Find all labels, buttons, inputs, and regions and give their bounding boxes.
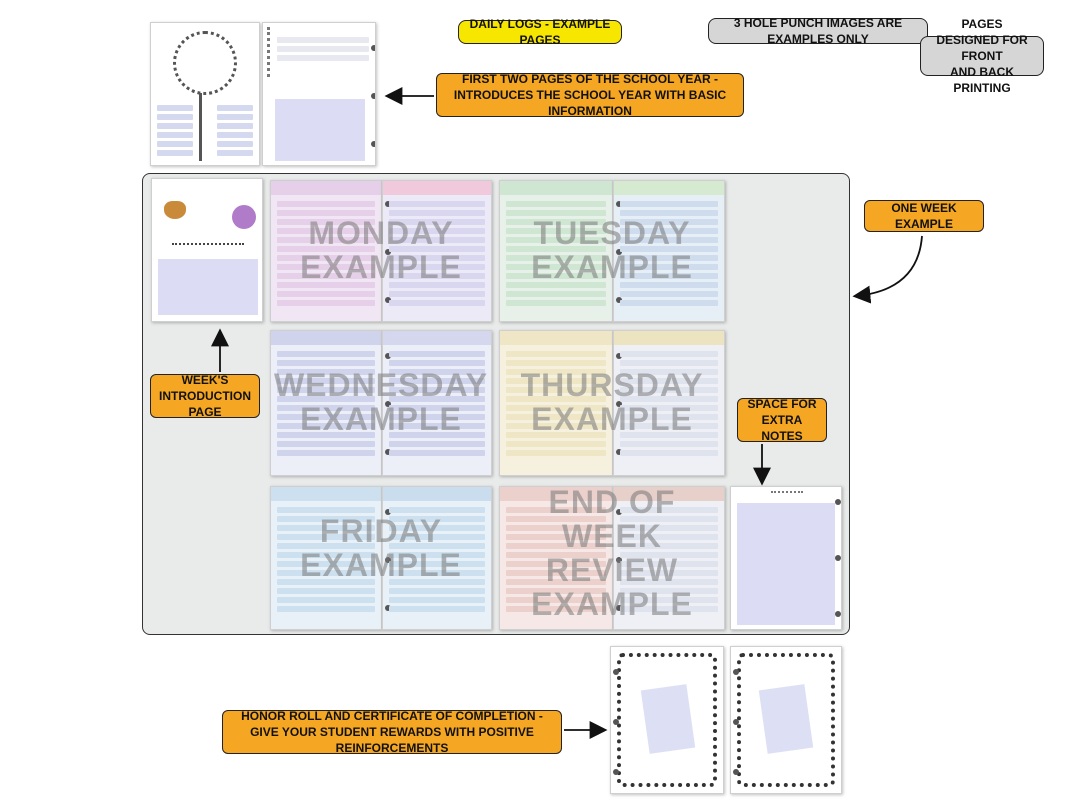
wreath-illustration: [173, 31, 237, 95]
first-pages-callout: FIRST TWO PAGES OF THE SCHOOL YEAR - INT…: [436, 72, 744, 118]
student-info-page: [150, 22, 260, 166]
end-week-page-right: [613, 486, 725, 630]
first-pages-line-2: INTRODUCES THE SCHOOL YEAR WITH BASIC IN…: [453, 88, 727, 118]
friday-page-left: [270, 486, 382, 630]
front-back-line-1: PAGES DESIGNED FOR FRONT: [936, 17, 1028, 63]
honor-roll-callout: HONOR ROLL AND CERTIFICATE OF COMPLETION…: [222, 709, 562, 755]
butterfly-illustration: [164, 201, 186, 219]
week-intro-page: [151, 178, 263, 322]
one-week-callout: ONE WEEK EXAMPLE: [864, 200, 984, 232]
one-week-label: ONE WEEK EXAMPLE: [891, 201, 957, 231]
birdhouse-illustration: [199, 93, 211, 161]
hole-punch-label: 3 HOLE PUNCH IMAGES ARE EXAMPLES ONLY: [733, 16, 903, 46]
goals-page: [262, 22, 376, 166]
tuesday-page-right: [613, 180, 725, 322]
monday-page-left: [270, 180, 382, 322]
vine-illustration: [267, 27, 275, 77]
honor-roll-line-2: GIVE YOUR STUDENT REWARDS WITH POSITIVE …: [250, 725, 534, 755]
weeks-intro-line-1: WEEK'S: [181, 373, 229, 387]
monday-page-right: [382, 180, 492, 322]
tuesday-page-left: [499, 180, 613, 322]
flower-illustration: [232, 205, 256, 229]
weeks-intro-line-2: INTRODUCTION PAGE: [159, 389, 251, 419]
friday-page-right: [382, 486, 492, 630]
extra-notes-callout: SPACE FOR EXTRA NOTES: [737, 397, 827, 443]
thursday-page-left: [499, 330, 613, 476]
weeks-intro-callout: WEEK'S INTRODUCTION PAGE: [150, 373, 260, 419]
arrow-to-week-panel: [852, 235, 923, 304]
front-back-tag: PAGES DESIGNED FOR FRONT AND BACK PRINTI…: [920, 17, 1044, 95]
extra-notes-page: [730, 486, 842, 630]
extra-notes-line-2: EXTRA NOTES: [761, 413, 803, 443]
extra-notes-line-1: SPACE FOR: [747, 397, 817, 411]
floral-border: [737, 653, 835, 787]
first-pages-line-1: FIRST TWO PAGES OF THE SCHOOL YEAR -: [461, 72, 718, 86]
daily-logs-label: DAILY LOGS - EXAMPLE PAGES: [469, 17, 611, 47]
floral-border: [617, 653, 717, 787]
wednesday-page-left: [270, 330, 382, 476]
end-week-page-left: [499, 486, 613, 630]
front-back-line-2: AND BACK PRINTING: [950, 65, 1014, 95]
daily-logs-tag: DAILY LOGS - EXAMPLE PAGES: [458, 17, 622, 47]
scroll-divider: [172, 243, 244, 249]
hole-punch-tag: 3 HOLE PUNCH IMAGES ARE EXAMPLES ONLY: [708, 16, 928, 46]
thursday-page-right: [613, 330, 725, 476]
honor-roll-line-1: HONOR ROLL AND CERTIFICATE OF COMPLETION…: [241, 709, 543, 723]
certificate-page: [730, 646, 842, 794]
honor-roll-page: [610, 646, 724, 794]
wednesday-page-right: [382, 330, 492, 476]
